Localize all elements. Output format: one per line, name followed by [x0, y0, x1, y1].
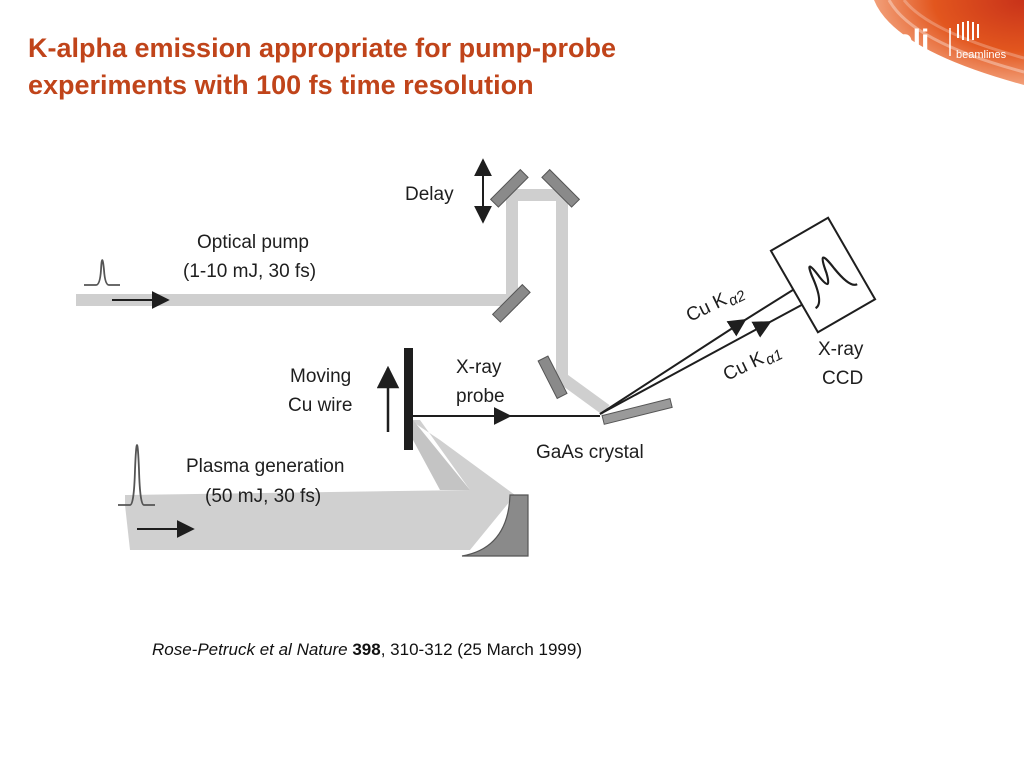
label-gaas-crystal: GaAs crystal	[536, 442, 644, 463]
delay-mirrors	[489, 168, 581, 208]
gaas-crystal	[601, 398, 673, 425]
citation-authors: Rose-Petruck et al	[152, 640, 292, 659]
citation-volume: 398	[352, 640, 381, 659]
xray-ccd-detector	[769, 216, 877, 334]
pump-probe-diagram: Delay Optical pump (1-10 mJ, 30 fs) Movi…	[76, 158, 877, 557]
citation-pages-date: , 310-312 (25 March 1999)	[380, 640, 583, 659]
label-xray: X-ray	[456, 357, 502, 378]
logo-wave-icon	[957, 21, 979, 41]
label-plasma-energy: (50 mJ, 30 fs)	[205, 486, 321, 507]
plasma-beam	[125, 420, 515, 550]
title-line-2: experiments with 100 fs time resolution	[28, 70, 534, 100]
label-plasma-generation: Plasma generation	[186, 456, 344, 477]
label-xray-ccd: X-ray	[818, 339, 864, 360]
label-ccd: CCD	[822, 368, 863, 389]
pump-pulse-icon	[84, 259, 120, 286]
logo-swoosh	[874, 0, 1024, 85]
cu-ka2-ray	[599, 319, 747, 415]
label-probe: probe	[456, 386, 505, 407]
plasma-pulse-icon	[118, 444, 155, 506]
logo-sub: beamlines	[956, 49, 1007, 61]
title-line-1: K-alpha emission appropriate for pump-pr…	[28, 33, 617, 63]
label-optical-pump: Optical pump	[197, 232, 309, 253]
label-delay: Delay	[405, 184, 454, 205]
steering-mirror	[537, 355, 568, 400]
logo-mark: eli	[896, 24, 929, 57]
optical-pump-beam	[76, 189, 610, 415]
label-optical-pump-energy: (1-10 mJ, 30 fs)	[183, 261, 316, 282]
cu-wire	[404, 348, 413, 450]
citation: Rose-Petruck et al Nature 398, 310-312 (…	[152, 640, 852, 660]
eli-beamlines-logo: eli beamlines	[874, 0, 1024, 85]
cu-ka1-ray	[599, 321, 772, 415]
label-moving: Moving	[290, 366, 351, 387]
citation-journal: Nature	[296, 640, 348, 659]
parabolic-mirror	[461, 494, 529, 557]
label-cu-ka1: Cu Kα1	[720, 340, 785, 388]
label-cu-wire: Cu wire	[288, 395, 352, 416]
fold-mirror	[491, 283, 531, 323]
label-cu-ka2: Cu Kα2	[683, 281, 749, 330]
slide-title: K-alpha emission appropriate for pump-pr…	[28, 30, 828, 104]
